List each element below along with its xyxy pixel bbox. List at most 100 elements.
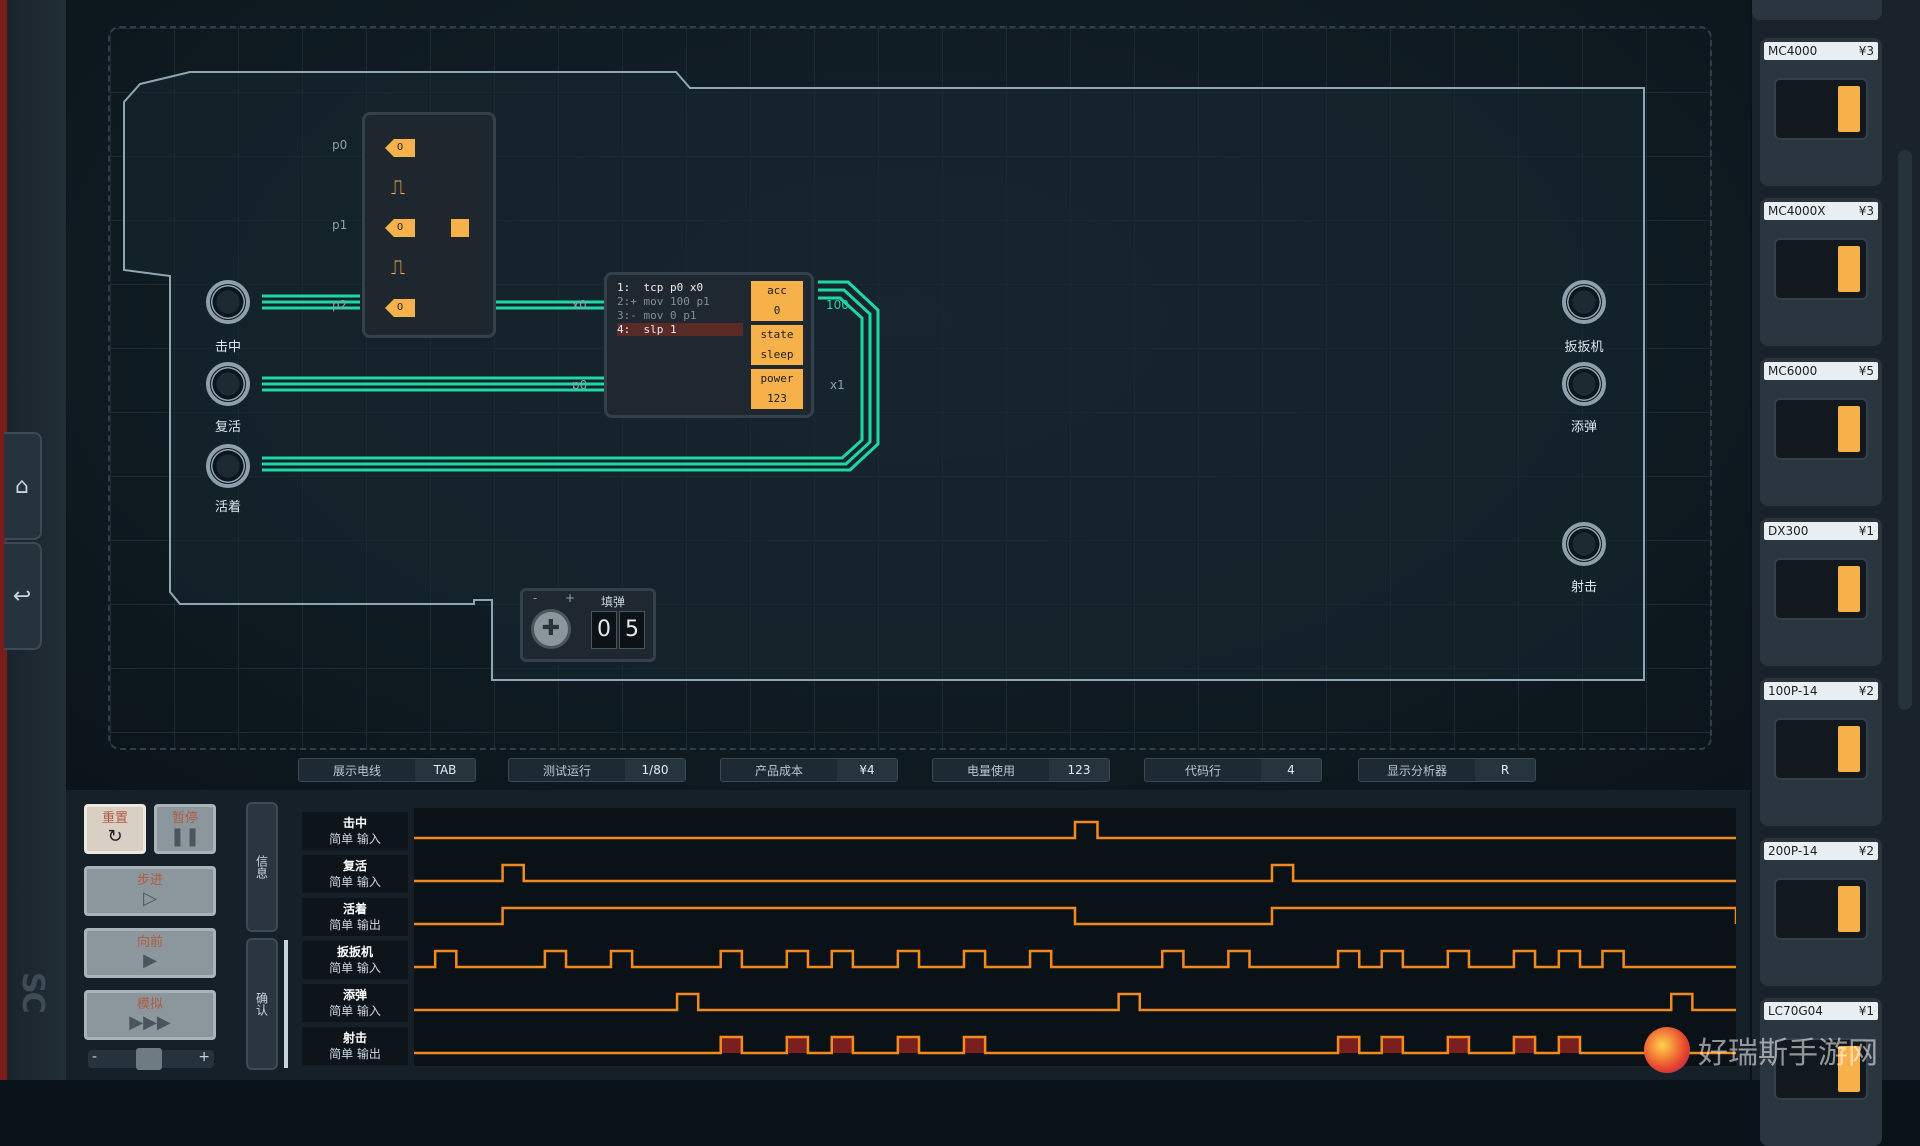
mc-pin-p0: p0 — [572, 378, 588, 392]
palette-card-mc4000[interactable]: MC4000¥3 — [1760, 38, 1882, 186]
timeline-row-label: 扳扳机简单 输入 — [302, 941, 408, 979]
home-icon: ⌂ — [15, 473, 29, 499]
palette-card-200p-14[interactable]: 200P-14¥2 — [1760, 838, 1882, 986]
timeline-row-name: 添弹 — [342, 988, 367, 1002]
palette-card-name: MC4000X — [1768, 204, 1826, 218]
timeline-row-label: 击中简单 输入 — [302, 812, 408, 850]
watermark-text: 好瑞斯手游网 — [1698, 1036, 1878, 1071]
palette-card-header: MC4000¥3 — [1764, 42, 1878, 60]
reset-label: 重置 — [101, 811, 128, 826]
timeline-row-name: 射击 — [342, 1031, 367, 1045]
palette-card-preview — [1774, 558, 1868, 620]
palette-card-mc4000x[interactable]: MC4000X¥3 — [1760, 198, 1882, 346]
palette-card-header: DX300¥1 — [1764, 522, 1878, 540]
ammo-title: 填弹 — [601, 595, 626, 609]
ammo-counter[interactable]: - + 填弹 ✚ 0 5 — [520, 588, 656, 662]
dx300-junction — [451, 219, 469, 237]
code-line-4[interactable]: 4: slp 1 — [617, 323, 743, 336]
error-mark — [1447, 1037, 1469, 1053]
step-button[interactable]: 步进▷ — [84, 866, 216, 916]
logo: SC — [15, 972, 50, 1012]
input-port-hit[interactable] — [206, 280, 250, 324]
timeline-row-label: 活着简单 输出 — [302, 898, 408, 936]
ammo-plus[interactable]: + — [565, 591, 576, 605]
output-port-alive[interactable] — [206, 444, 250, 488]
tab-indicator — [284, 940, 288, 1068]
speed-plus[interactable]: + — [198, 1049, 210, 1065]
speed-minus[interactable]: - — [92, 1049, 98, 1065]
input-label-hit: 击中 — [214, 340, 241, 355]
mc-pin-value: 100 — [826, 298, 849, 312]
simulate-button[interactable]: 模拟▶▶▶ — [84, 990, 216, 1040]
input-port-revive[interactable] — [206, 362, 250, 406]
palette-card-mc6000[interactable]: MC6000¥5 — [1760, 358, 1882, 506]
ammo-minus[interactable]: - — [533, 591, 538, 605]
simulate-label: 模拟 — [136, 997, 163, 1012]
timeline-row-name: 扳扳机 — [336, 945, 373, 959]
code-line-2[interactable]: 2:+ mov 100 p1 — [617, 295, 710, 308]
wires — [262, 280, 880, 472]
dx300-bit-1: 0 — [385, 219, 415, 237]
error-mark — [831, 1037, 853, 1053]
mc-pin-x0: x0 — [572, 298, 587, 312]
advance-label: 向前 — [136, 935, 163, 950]
timeline-row-label: 添弹简单 输入 — [302, 984, 408, 1022]
palette-card-preview — [1774, 78, 1868, 140]
board-svg — [123, 71, 1645, 681]
stat-label: 展示电线 — [332, 763, 381, 778]
waveform-area — [414, 808, 1736, 1066]
speed-slider[interactable]: - + — [88, 1048, 214, 1070]
timeline-row-label: 复活简单 输入 — [302, 855, 408, 893]
reload-port[interactable] — [1562, 362, 1606, 406]
reset-icon: ↻ — [107, 826, 123, 847]
palette-card-100p-14[interactable]: 100P-14¥2 — [1760, 678, 1882, 826]
tab-verify[interactable]: 确认 — [246, 938, 278, 1070]
pause-icon: ❚❚ — [169, 826, 201, 847]
palette-scrollbar[interactable] — [1898, 150, 1912, 710]
ammo-digit-ones: 5 — [619, 611, 645, 649]
fire-port[interactable] — [1562, 522, 1606, 566]
dx300-pin-p1: p1 — [332, 218, 348, 232]
register-acc-name: acc — [751, 281, 803, 301]
dial-icon[interactable]: ✚ — [531, 609, 571, 649]
reset-button[interactable]: 重置↻ — [84, 804, 146, 854]
stat-value: R — [1475, 759, 1535, 781]
stat-label: 电量使用 — [966, 763, 1015, 778]
tab-info[interactable]: 信息 — [246, 802, 278, 932]
code-line-3[interactable]: 3:- mov 0 p1 — [617, 309, 697, 322]
timeline-row-type: 简单 输出 — [329, 918, 381, 932]
watermark-logo-icon — [1644, 1027, 1690, 1073]
trigger-port[interactable] — [1562, 280, 1606, 324]
dx300-chip[interactable]: 0 ⎍ 0 ⎍ 0 — [362, 112, 496, 338]
error-mark — [1558, 1037, 1581, 1053]
error-mark — [1513, 1037, 1536, 1053]
undo-button[interactable]: ↩ — [4, 542, 42, 650]
error-mark — [720, 1037, 742, 1053]
palette-card-header: 100P-14¥2 — [1764, 682, 1878, 700]
stat-label: 产品成本 — [754, 763, 803, 778]
play-icon: ▶ — [143, 950, 157, 971]
stat-cost: 产品成本¥4 — [720, 758, 898, 782]
register-power-name: power — [751, 369, 803, 389]
step-label: 步进 — [136, 873, 163, 888]
palette-top — [1752, 0, 1882, 20]
palette-card-header: MC6000¥5 — [1764, 362, 1878, 380]
speed-handle[interactable] — [136, 1048, 162, 1070]
mc-chip[interactable]: 1: tcp p0 x0 2:+ mov 100 p1 3:- mov 0 p1… — [604, 272, 814, 418]
stat-label: 测试运行 — [542, 763, 591, 778]
waveform-row-0 — [414, 820, 1736, 840]
stat-label: 代码行 — [1184, 763, 1221, 778]
timeline-row-type: 简单 输入 — [329, 1004, 381, 1018]
fast-forward-icon: ▶▶▶ — [129, 1012, 171, 1033]
pause-button[interactable]: 暂停❚❚ — [154, 804, 216, 854]
stat-value: 123 — [1049, 759, 1109, 781]
palette-card-header: 200P-14¥2 — [1764, 842, 1878, 860]
home-button[interactable]: ⌂ — [4, 432, 42, 540]
code-line-1[interactable]: 1: tcp p0 x0 — [617, 281, 704, 294]
advance-button[interactable]: 向前▶ — [84, 928, 216, 978]
palette-card-dx300[interactable]: DX300¥1 — [1760, 518, 1882, 666]
